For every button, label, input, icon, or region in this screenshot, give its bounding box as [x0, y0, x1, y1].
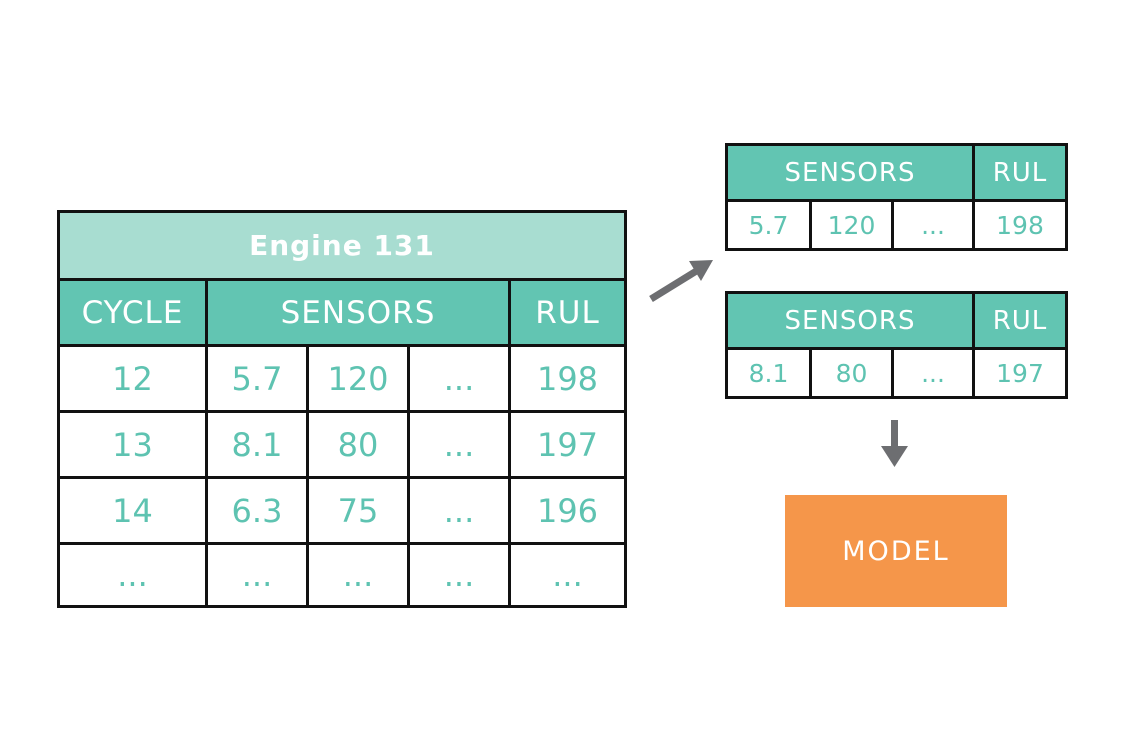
- sample-header-rul: RUL: [972, 294, 1065, 347]
- sample-table-1: SENSORS RUL 5.7 120 ... 198: [725, 143, 1068, 251]
- header-sensors: SENSORS: [205, 278, 508, 344]
- model-label: MODEL: [842, 535, 950, 567]
- header-cycle: CYCLE: [60, 278, 205, 344]
- table-cell: ...: [407, 476, 508, 542]
- diagonal-arrow-icon: [649, 260, 713, 302]
- engine-table-title: Engine 131: [60, 213, 624, 278]
- table-cell: 75: [306, 476, 407, 542]
- sample-cell: ...: [891, 199, 972, 248]
- sample-cell: 8.1: [728, 347, 809, 396]
- sample-cell: 198: [972, 199, 1065, 248]
- sample-header-sensors: SENSORS: [728, 294, 972, 347]
- sample-cell: 5.7: [728, 199, 809, 248]
- table-cell: ...: [205, 542, 306, 605]
- sample-cell: ...: [891, 347, 972, 396]
- table-cell: ...: [407, 542, 508, 605]
- sample-cell: 120: [809, 199, 891, 248]
- table-cell: ...: [60, 542, 205, 605]
- table-cell: ...: [508, 542, 624, 605]
- table-cell: 80: [306, 410, 407, 476]
- table-cell: 198: [508, 344, 624, 410]
- sample-header-sensors: SENSORS: [728, 146, 972, 199]
- down-arrow-icon: [881, 420, 908, 467]
- sample-header-rul: RUL: [972, 146, 1065, 199]
- table-cell: ...: [407, 410, 508, 476]
- header-rul: RUL: [508, 278, 624, 344]
- table-cell: 12: [60, 344, 205, 410]
- sample-table-2: SENSORS RUL 8.1 80 ... 197: [725, 291, 1068, 399]
- model-box: MODEL: [785, 495, 1007, 607]
- table-cell: 197: [508, 410, 624, 476]
- table-cell: ...: [306, 542, 407, 605]
- engine-table: Engine 131 CYCLE SENSORS RUL 12 5.7 120 …: [57, 210, 627, 608]
- table-cell: ...: [407, 344, 508, 410]
- sample-cell: 197: [972, 347, 1065, 396]
- table-cell: 120: [306, 344, 407, 410]
- table-cell: 8.1: [205, 410, 306, 476]
- table-cell: 5.7: [205, 344, 306, 410]
- sample-cell: 80: [809, 347, 891, 396]
- table-cell: 6.3: [205, 476, 306, 542]
- table-cell: 196: [508, 476, 624, 542]
- table-cell: 13: [60, 410, 205, 476]
- table-cell: 14: [60, 476, 205, 542]
